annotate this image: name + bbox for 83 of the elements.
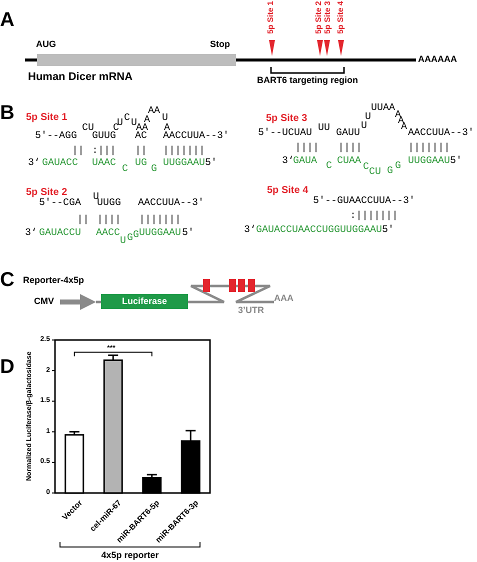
site-label: 5p Site 4: [337, 1, 345, 34]
mirna-sequence: UUGGAAU: [139, 229, 182, 239]
site-title: 5p Site 1: [26, 113, 68, 123]
base-pair-marks: |||||||: [139, 216, 182, 226]
sequence-text: AACCUUA--3′: [138, 199, 204, 209]
annotation-text: AUG: [36, 40, 56, 49]
utr-label: 3’UTR: [238, 306, 264, 315]
base-pair-marks: :|||||||: [350, 212, 398, 222]
sequence-text: 5′--CGA: [39, 199, 82, 209]
sequence-text: 5′: [382, 226, 394, 236]
mirna-sequence: CUAA: [337, 157, 362, 167]
mirna-sequence: UG: [135, 159, 148, 169]
sequence-text: U: [93, 193, 100, 203]
site-title: 5p Site 4: [267, 186, 308, 196]
sequence-text: GUUG: [92, 132, 116, 142]
sequence-text: 3‘: [244, 226, 256, 236]
sequence-text: 5′--GUAACCUUA--3′: [313, 197, 416, 207]
sequence-text: A: [401, 123, 408, 133]
sequence-text: C: [124, 114, 130, 124]
mirna-sequence: GAUA: [293, 157, 318, 167]
mirna-sequence: GAUACCUAACCUGGUUGGAAU: [256, 226, 382, 236]
annotation-text: AAAAAA: [418, 55, 457, 64]
base-pair-marks: |||||||: [163, 147, 206, 157]
sequence-text: UU: [318, 124, 330, 134]
utr-label: AAA: [274, 294, 294, 303]
annotation-text: Stop: [210, 40, 230, 49]
base-pair-marks: ||||: [338, 144, 362, 154]
mirna-sequence: C: [122, 165, 128, 175]
site-title: 5p Site 2: [26, 188, 68, 198]
mirna-sequence: G: [395, 162, 402, 172]
sequence-text: 3‘: [28, 159, 40, 169]
annotation-text: Reporter-4x5p: [23, 276, 84, 285]
sequence-text: U: [162, 114, 168, 124]
sequence-text: GAUU: [336, 129, 360, 139]
mirna-sequence: UUGGAAU: [408, 157, 450, 167]
panel-letter: D: [0, 357, 14, 377]
group-label: 4x5p reporter: [100, 551, 160, 560]
mirna-sequence: GAUACC: [42, 159, 78, 169]
sequence-text: U: [117, 119, 124, 129]
base-pair-marks: ||||: [97, 216, 122, 226]
transcript-label: Human Dicer mRNA: [28, 72, 133, 83]
mirna-sequence: U: [120, 237, 126, 247]
mirna-sequence: CU: [369, 168, 382, 178]
sequence-text: 5′--AGG: [35, 132, 78, 142]
site-label: 5p Site 1: [267, 1, 275, 34]
annotation-text: BART6 targeting region: [257, 76, 358, 85]
base-pair-marks: ||||: [295, 144, 320, 154]
mirna-sequence: C: [326, 162, 332, 172]
sequence-text: 5′: [182, 229, 194, 239]
sequence-text: 3‘: [25, 229, 38, 239]
base-pair-marks: ||: [77, 216, 90, 226]
base-pair-marks: |||||||: [408, 144, 450, 154]
base-pair-marks: ||: [135, 147, 148, 157]
base-pair-marks: :|||: [92, 147, 116, 157]
sequence-text: UUAA: [371, 104, 396, 114]
annotation-text: CMV: [34, 297, 54, 306]
sequence-text: U: [361, 122, 368, 132]
sequence-text: AA: [148, 107, 160, 117]
sequence-text: UUGG: [97, 199, 122, 209]
mirna-sequence: AACC: [96, 229, 120, 239]
mirna-sequence: GAUACCU: [39, 229, 82, 239]
mirna-sequence: UAAC: [92, 159, 116, 169]
panel-letter: C: [0, 270, 14, 290]
sequence-text: 5′--UCUAU: [258, 129, 312, 139]
mirna-sequence: G: [151, 165, 158, 175]
sequence-text: 5′: [205, 159, 218, 169]
panel-letter: B: [0, 103, 14, 123]
sequence-text: 5′: [450, 157, 462, 167]
gene-label: Luciferase: [122, 297, 168, 306]
sequence-text: 3‘: [282, 157, 294, 167]
site-label: 5p Site 2: [315, 1, 323, 34]
panel-letter: A: [0, 10, 14, 30]
site-title: 5p Site 3: [266, 114, 308, 124]
mirna-sequence: G: [387, 167, 394, 177]
sequence-text: AACCUUA--3′: [408, 129, 474, 139]
sequence-text: U: [131, 119, 138, 129]
site-label: 5p Site 3: [324, 1, 332, 34]
sequence-text: U: [365, 113, 372, 123]
base-pair-marks: ||: [72, 147, 84, 157]
mirna-sequence: C: [363, 163, 370, 173]
mirna-sequence: G: [127, 234, 134, 244]
mirna-sequence: UUGGAAU: [163, 159, 206, 169]
mirna-sequence: G: [133, 231, 140, 241]
